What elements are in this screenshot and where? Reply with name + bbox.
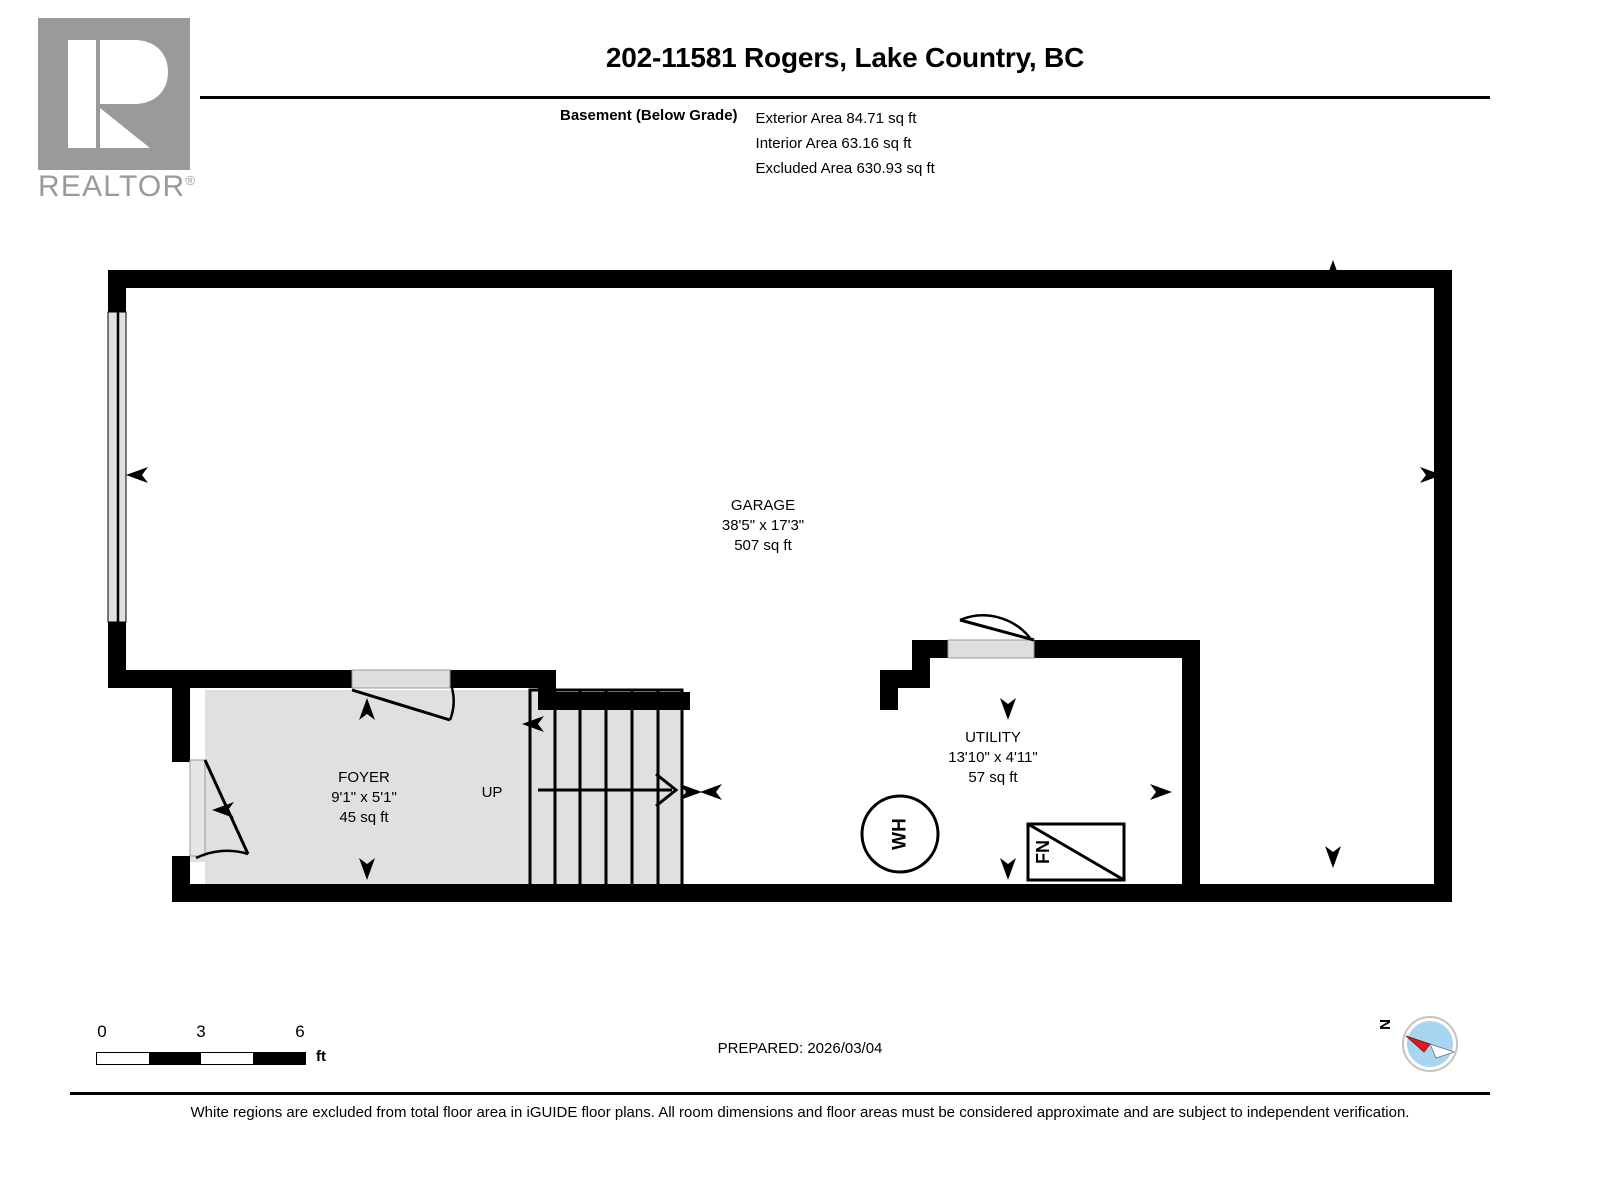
utility-area: 57 sq ft: [968, 769, 1018, 786]
furnace-icon: FN: [1026, 822, 1126, 882]
area-summary: Basement (Below Grade) Exterior Area 84.…: [560, 106, 935, 181]
realtor-registered-mark: ®: [185, 173, 197, 188]
furnace-label: FN: [1033, 840, 1053, 864]
header: REALTOR® 202-11581 Rogers, Lake Country,…: [0, 0, 1600, 230]
title-divider: [200, 96, 1490, 99]
realtor-r-glyph-icon: [38, 18, 190, 170]
utility-door[interactable]: [947, 614, 1035, 659]
compass-north-label: N: [1376, 1019, 1394, 1030]
scale-segment-1: [97, 1053, 149, 1064]
foyer-interior-door[interactable]: [351, 669, 455, 722]
scale-tick-6: 6: [295, 1022, 305, 1041]
excluded-area: Excluded Area 630.93 sq ft: [755, 160, 935, 177]
scale-bar: 0 3 6 ft: [88, 1022, 348, 1072]
dimension-markers: [126, 260, 1442, 880]
scale-segment-3: [201, 1053, 253, 1064]
scale-tick-3: 3: [196, 1022, 206, 1041]
level-label: Basement (Below Grade): [560, 107, 738, 124]
utility-dimensions: 13'10" x 4'11": [948, 749, 1038, 766]
footer-divider: [70, 1092, 1490, 1095]
scale-track: [96, 1052, 306, 1065]
scale-tick-0: 0: [97, 1022, 107, 1041]
compass-icon: [1402, 1016, 1458, 1072]
garage-dimensions: 38'5" x 17'3": [722, 517, 804, 534]
compass-rose: N: [1376, 1006, 1478, 1082]
water-heater-label: WH: [890, 818, 911, 850]
scale-segment-4: [253, 1053, 305, 1064]
staircase[interactable]: [528, 688, 684, 894]
realtor-wordmark-text: REALTOR: [38, 170, 186, 203]
title-block: 202-11581 Rogers, Lake Country, BC: [200, 42, 1490, 74]
floor-plan-svg: UP WH FN: [107, 260, 1452, 902]
interior-area: Interior Area 63.16 sq ft: [755, 135, 912, 152]
floor-plan: UP WH FN: [0, 230, 1600, 990]
exterior-area: Exterior Area 84.71 sq ft: [755, 110, 917, 127]
garage-name: GARAGE: [731, 497, 795, 514]
realtor-r-mark-icon: [38, 18, 190, 170]
scale-unit-label: ft: [316, 1048, 326, 1065]
page-title: 202-11581 Rogers, Lake Country, BC: [605, 42, 1085, 73]
stairs-up-label: UP: [482, 784, 503, 801]
foyer-name: FOYER: [338, 769, 390, 786]
water-heater-icon: WH: [860, 794, 940, 874]
room-label-garage: GARAGE 38'5" x 17'3" 507 sq ft: [722, 497, 804, 554]
scale-segment-2: [149, 1053, 201, 1064]
prepared-date: PREPARED: 2026/03/04: [717, 1040, 883, 1057]
foyer-dimensions: 9'1" x 5'1": [331, 789, 397, 806]
realtor-logo: REALTOR®: [38, 18, 198, 208]
foyer-area: 45 sq ft: [339, 809, 389, 826]
garage-area: 507 sq ft: [734, 537, 792, 554]
garage-door[interactable]: [107, 311, 127, 623]
utility-name: UTILITY: [965, 729, 1021, 746]
area-values: Exterior Area 84.71 sq ft Interior Area …: [756, 106, 935, 181]
walls: [108, 270, 1452, 902]
disclaimer-text: White regions are excluded from total fl…: [190, 1104, 1410, 1121]
realtor-wordmark: REALTOR®: [38, 170, 206, 204]
room-label-utility: UTILITY 13'10" x 4'11" 57 sq ft: [948, 729, 1038, 786]
room-label-foyer: FOYER 9'1" x 5'1" 45 sq ft: [331, 769, 397, 826]
